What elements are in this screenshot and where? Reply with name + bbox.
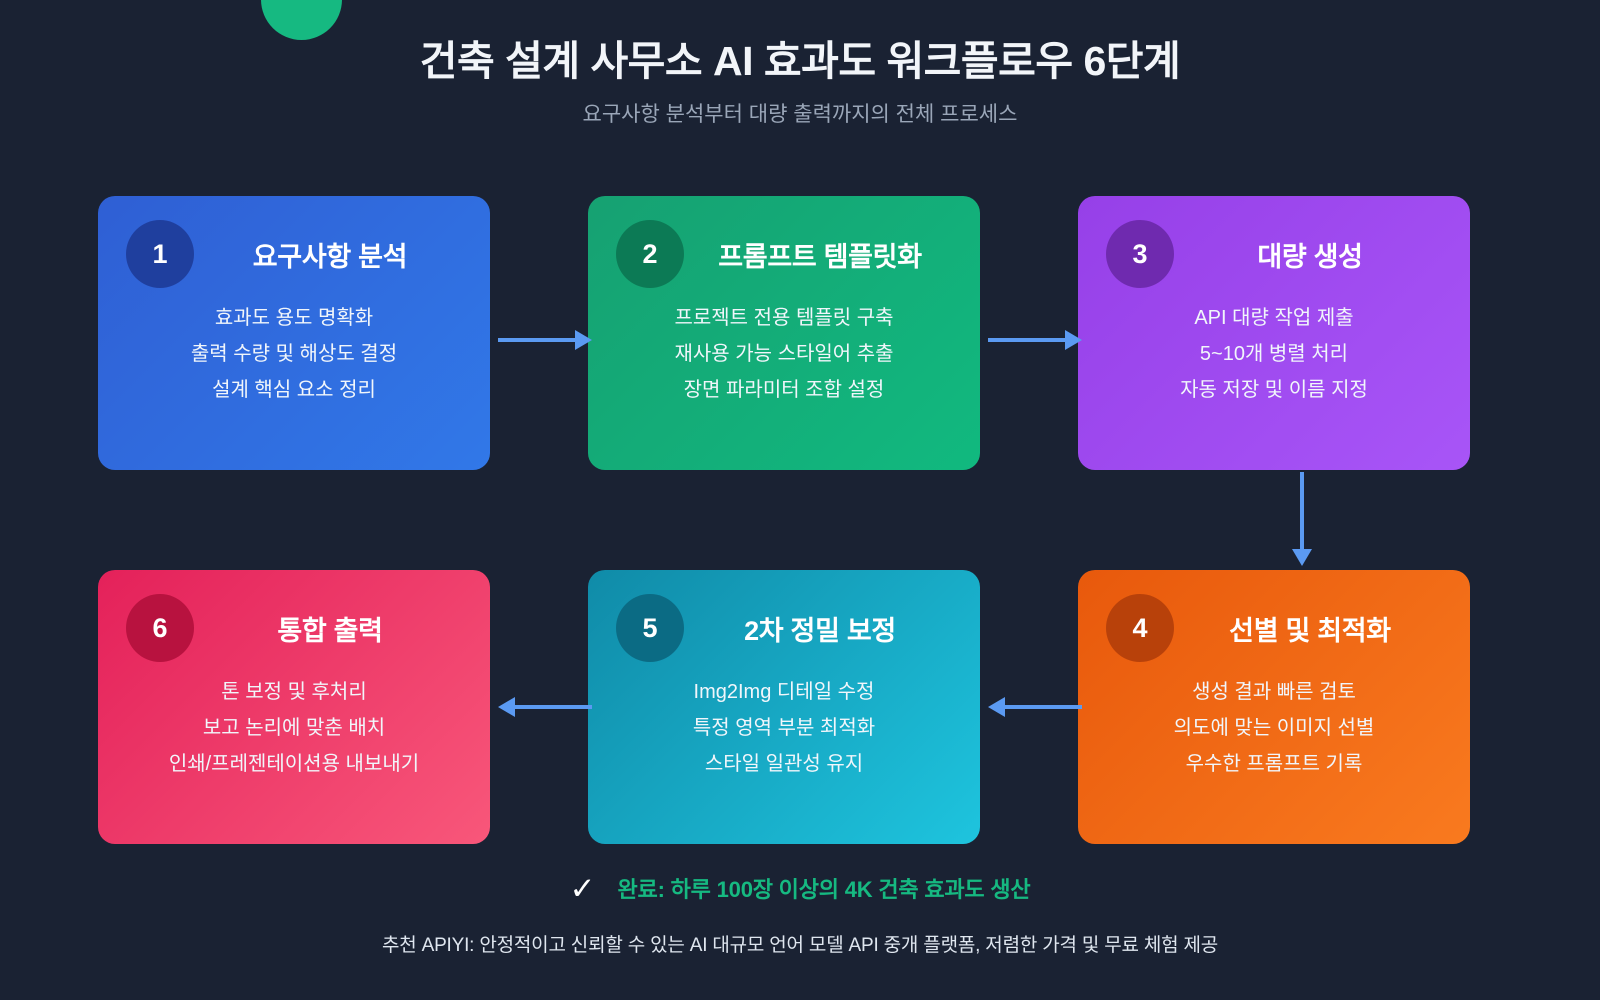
step-card-1-details: 효과도 용도 명확화 출력 수량 및 해상도 결정 설계 핵심 요소 정리 (98, 300, 490, 408)
step-card-6-number-badge: 6 (126, 594, 194, 662)
step-card-2-header: 2 프롬프트 템플릿화 (588, 220, 980, 288)
step-card-5-title: 2차 정밀 보정 (744, 615, 896, 646)
step-card-6-line-1: 톤 보정 및 후처리 (221, 681, 367, 703)
green-circle-decoration (261, 0, 342, 40)
arrow-head (1292, 549, 1312, 566)
step-card-4-line-1: 생성 결과 빠른 검토 (1192, 681, 1356, 703)
arrow-shaft (1300, 472, 1304, 550)
page-header: 건축 설계 사무소 AI 효과도 워크플로우 6단계 요구사항 분석부터 대량 … (0, 36, 1600, 129)
step-card-1-title: 요구사항 분석 (252, 241, 408, 272)
step-card-5-details: Img2Img 디테일 수정 특정 영역 부분 최적화 스타일 일관성 유지 (588, 674, 980, 782)
step-card-1[interactable]: 1 요구사항 분석 효과도 용도 명확화 출력 수량 및 해상도 결정 설계 핵… (98, 196, 490, 470)
step-card-5-line-1: Img2Img 디테일 수정 (693, 681, 875, 703)
step-card-1-line-1: 효과도 용도 명확화 (214, 307, 374, 329)
step-card-5-line-2: 특정 영역 부분 최적화 (692, 717, 876, 739)
step-card-5[interactable]: 5 2차 정밀 보정 Img2Img 디테일 수정 특정 영역 부분 최적화 스… (588, 570, 980, 844)
step-card-3-header: 3 대량 생성 (1078, 220, 1470, 288)
arrow-right-icon-step1-to-step2 (498, 330, 592, 350)
step-card-3[interactable]: 3 대량 생성 API 대량 작업 제출 5~10개 병렬 처리 자동 저장 및… (1078, 196, 1470, 470)
step-card-5-header: 5 2차 정밀 보정 (588, 594, 980, 662)
step-card-2-title: 프롬프트 템플릿화 (718, 241, 922, 272)
step-card-6-line-3: 인쇄/프레젠테이션용 내보내기 (168, 753, 420, 775)
arrow-head (988, 697, 1005, 717)
step-card-3-title: 대량 생성 (1257, 241, 1363, 272)
step-card-2-line-3: 장면 파라미터 조합 설정 (683, 379, 885, 401)
step-card-4-details: 생성 결과 빠른 검토 의도에 맞는 이미지 선별 우수한 프롬프트 기록 (1078, 674, 1470, 782)
step-card-3-line-1: API 대량 작업 제출 (1194, 307, 1354, 329)
step-card-3-details: API 대량 작업 제출 5~10개 병렬 처리 자동 저장 및 이름 지정 (1078, 300, 1470, 408)
step-card-4-line-3: 우수한 프롬프트 기록 (1185, 753, 1363, 775)
step-card-6-title: 통합 출력 (277, 615, 383, 646)
step-card-1-line-2: 출력 수량 및 해상도 결정 (190, 343, 398, 365)
step-card-5-line-3: 스타일 일관성 유지 (704, 753, 864, 775)
step-card-3-number-badge: 3 (1106, 220, 1174, 288)
arrow-down-icon-step3-to-step4 (1292, 472, 1312, 566)
step-card-6-header: 6 통합 출력 (98, 594, 490, 662)
step-card-1-header: 1 요구사항 분석 (98, 220, 490, 288)
arrow-head (498, 697, 515, 717)
step-card-2-line-2: 재사용 가능 스타일어 추출 (674, 343, 894, 365)
page-title: 건축 설계 사무소 AI 효과도 워크플로우 6단계 (419, 38, 1181, 84)
workflow-diagram: 1 요구사항 분석 효과도 용도 명확화 출력 수량 및 해상도 결정 설계 핵… (98, 196, 1474, 844)
step-card-2-line-1: 프로젝트 전용 템플릿 구축 (674, 307, 894, 329)
step-card-4-header: 4 선별 및 최적화 (1078, 594, 1470, 662)
step-card-1-line-3: 설계 핵심 요소 정리 (212, 379, 376, 401)
step-card-3-line-3: 자동 저장 및 이름 지정 (1180, 379, 1368, 401)
arrow-shaft (1004, 705, 1082, 709)
step-card-2[interactable]: 2 프롬프트 템플릿화 프로젝트 전용 템플릿 구축 재사용 가능 스타일어 추… (588, 196, 980, 470)
check-icon: ✓ (569, 870, 596, 906)
arrow-shaft (498, 338, 576, 342)
step-card-1-number-badge: 1 (126, 220, 194, 288)
step-card-4-line-2: 의도에 맞는 이미지 선별 (1173, 717, 1375, 739)
step-card-6-line-2: 보고 논리에 맞춘 배치 (202, 717, 386, 739)
step-card-4-number-badge: 4 (1106, 594, 1174, 662)
step-card-5-number-badge: 5 (616, 594, 684, 662)
footer-result-row: ✓ 완료: 하루 100장 이상의 4K 건축 효과도 생산 (0, 866, 1600, 910)
step-card-4-title: 선별 및 최적화 (1229, 615, 1391, 646)
step-card-3-line-2: 5~10개 병렬 처리 (1199, 343, 1349, 365)
footer-note: 추천 APIYI: 안정적이고 신뢰할 수 있는 AI 대규모 언어 모델 AP… (381, 935, 1219, 956)
page-footer: ✓ 완료: 하루 100장 이상의 4K 건축 효과도 생산 추천 APIYI:… (0, 866, 1600, 957)
step-card-4[interactable]: 4 선별 및 최적화 생성 결과 빠른 검토 의도에 맞는 이미지 선별 우수한… (1078, 570, 1470, 844)
footer-result-text: 완료: 하루 100장 이상의 4K 건축 효과도 생산 (617, 877, 1031, 902)
arrow-left-icon-step4-to-step5 (988, 697, 1082, 717)
step-card-2-details: 프로젝트 전용 템플릿 구축 재사용 가능 스타일어 추출 장면 파라미터 조합… (588, 300, 980, 408)
arrow-shaft (988, 338, 1066, 342)
arrow-head (1065, 330, 1082, 350)
page-subtitle: 요구사항 분석부터 대량 출력까지의 전체 프로세스 (582, 103, 1018, 127)
arrow-head (575, 330, 592, 350)
arrow-shaft (514, 705, 592, 709)
step-card-6[interactable]: 6 통합 출력 톤 보정 및 후처리 보고 논리에 맞춘 배치 인쇄/프레젠테이… (98, 570, 490, 844)
step-card-6-details: 톤 보정 및 후처리 보고 논리에 맞춘 배치 인쇄/프레젠테이션용 내보내기 (98, 674, 490, 782)
arrow-right-icon-step2-to-step3 (988, 330, 1082, 350)
step-card-2-number-badge: 2 (616, 220, 684, 288)
arrow-left-icon-step5-to-step6 (498, 697, 592, 717)
